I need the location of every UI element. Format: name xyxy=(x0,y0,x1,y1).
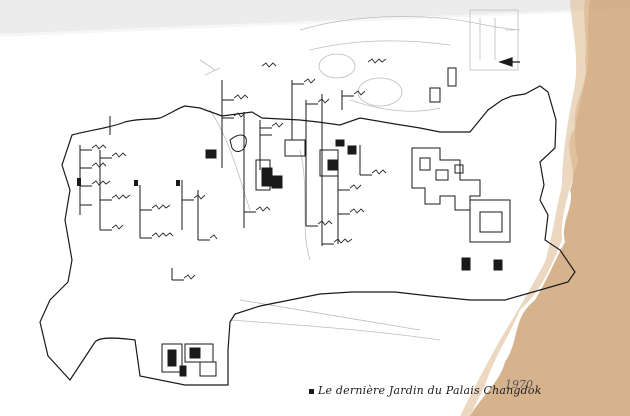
paper-edge xyxy=(0,8,630,37)
pencil-sketches xyxy=(199,9,521,341)
handwritten-labels xyxy=(91,58,387,280)
paper-shadow xyxy=(0,0,630,34)
annotation-lines xyxy=(79,80,372,281)
paper-stain xyxy=(470,0,630,416)
central-pavilions xyxy=(205,134,357,191)
paper-stain-fringe xyxy=(460,0,590,416)
annex-compound xyxy=(161,343,217,377)
caption-bullet xyxy=(309,389,314,394)
boundary-markers xyxy=(77,178,180,186)
north-arrow xyxy=(498,57,520,67)
drawing-caption: Le dernière Jardin du Palais Changdok xyxy=(318,384,542,397)
year-mark: 1970 xyxy=(505,378,533,391)
palace-complex xyxy=(411,67,511,271)
garden-boundary xyxy=(39,85,576,386)
